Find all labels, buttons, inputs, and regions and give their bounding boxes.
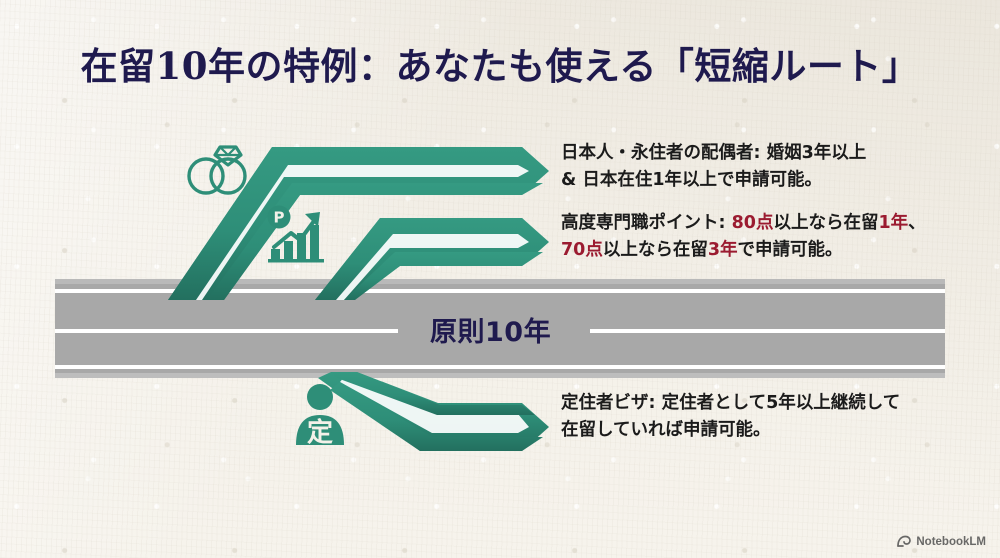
notebooklm-watermark: NotebookLM	[897, 535, 986, 548]
page-title: 在留10年の特例：あなたも使える「短縮ルート」	[80, 44, 920, 88]
callout-spouse-route: 日本人・永住者の配偶者: 婚姻3年以上 & 日本在住1年以上で申請可能。	[561, 140, 866, 194]
points-line1-highlight-1year: 1年	[878, 213, 909, 233]
callout-resident-line-2: 在留していれば申請可能。	[561, 420, 771, 441]
callout-resident-route: 定住者ビザ: 定住者として5年以上継続して 在留していれば申請可能。	[561, 390, 900, 444]
road-lane-line-top	[55, 289, 945, 293]
road-label-principle: 原則10年	[430, 317, 552, 348]
callout-spouse-line-1: 日本人・永住者の配偶者: 婚姻3年以上	[561, 143, 867, 163]
points-line2-highlight-70: 70点	[561, 240, 603, 261]
points-line2-text-a: 以上なら在留	[602, 240, 708, 261]
wedding-rings-icon	[187, 145, 247, 195]
road-lane-line-mid-right	[590, 329, 945, 333]
notebooklm-logo-icon	[897, 535, 912, 547]
road-bottom-shoulder	[55, 373, 945, 378]
points-chart-icon: P	[267, 205, 324, 263]
callout-resident-line-1: 定住者ビザ: 定住者として5年以上継続して	[561, 393, 901, 413]
road-lane-line-mid-left	[55, 329, 398, 333]
notebooklm-watermark-label: NotebookLM	[916, 535, 986, 548]
road-lane-line-bottom	[55, 365, 945, 369]
callout-points-route: 高度専門職ポイント: 80点以上なら在留1年、 70点以上なら在留3年で申請可能…	[561, 210, 926, 264]
callout-points-line-2: 70点以上なら在留3年で申請可能。	[561, 237, 926, 264]
points-line1-text-a: 高度専門職ポイント:	[561, 213, 732, 233]
points-line1-text-b: 以上なら在留	[773, 213, 879, 233]
ramp-arrow-resident	[318, 372, 549, 451]
svg-text:P: P	[274, 209, 285, 227]
callout-spouse-line-2: & 日本在住1年以上で申請可能。	[561, 170, 823, 191]
points-line2-highlight-3year: 3年	[707, 240, 738, 261]
resident-person-icon: 定	[296, 384, 344, 445]
points-line1-highlight-80: 80点	[731, 213, 774, 233]
points-line2-text-b: で申請可能。	[737, 240, 843, 261]
points-line1-text-c: 、	[908, 213, 926, 233]
svg-text:定: 定	[307, 417, 333, 445]
callout-points-line-1: 高度専門職ポイント: 80点以上なら在留1年、	[561, 210, 926, 237]
